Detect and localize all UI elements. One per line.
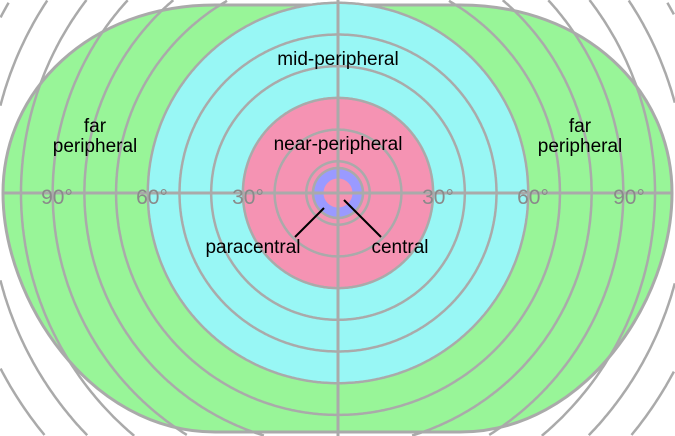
label-far-left-line1: far: [84, 116, 107, 137]
degree-label-right-90: 90°: [613, 186, 645, 209]
grid-circle: [114, 0, 562, 417]
degree-label-right-30: 30°: [422, 186, 454, 209]
grid-circle: [19, 0, 657, 436]
label-paracentral: paracentral: [205, 237, 300, 258]
label-far-left-line2: peripheral: [53, 136, 138, 157]
grid-circle: [51, 0, 625, 436]
degree-label-left-30: 30°: [232, 186, 264, 209]
degree-label-right-60: 60°: [517, 186, 549, 209]
degree-label-left-60: 60°: [136, 186, 168, 209]
degree-label-left-90: 90°: [41, 186, 73, 209]
paracentral-leader-line: [294, 207, 325, 238]
grid-circle: [83, 0, 593, 436]
central-leader-line: [343, 199, 382, 238]
label-central: central: [371, 237, 428, 258]
label-far-right-line2: peripheral: [538, 136, 623, 157]
label-near-peripheral: near-peripheral: [274, 134, 403, 155]
label-mid-peripheral: mid-peripheral: [277, 49, 398, 70]
label-far-right-line1: far: [569, 116, 592, 137]
